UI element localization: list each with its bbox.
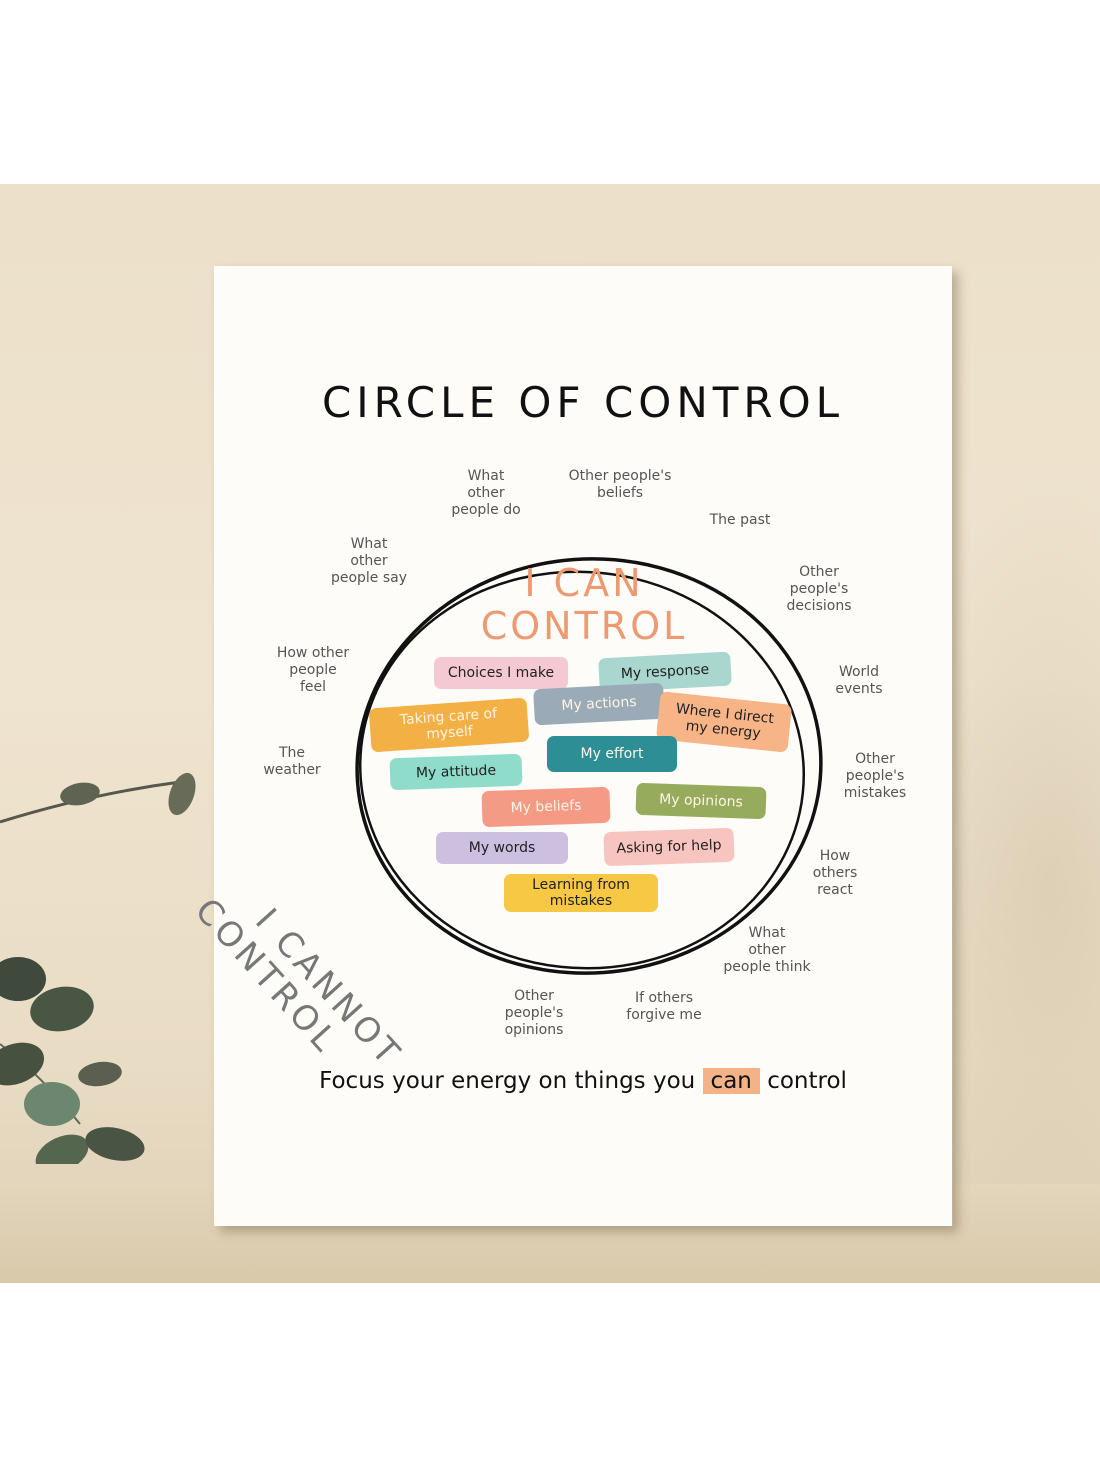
product-photo: CIRCLE OF CONTROL I CAN CONTROL Choices … (0, 184, 1100, 1283)
label-what-other-people-do: What other people do (451, 468, 521, 518)
tagline-highlight: can (702, 1068, 760, 1094)
chip-choices-i-make: Choices I make (434, 657, 568, 689)
chip-my-words: My words (436, 832, 568, 864)
eucalyptus-plant-icon (0, 772, 196, 1164)
chip-my-actions: My actions (533, 682, 665, 726)
poster-title: CIRCLE OF CONTROL (321, 378, 845, 427)
label-how-others-react: How others react (812, 848, 858, 898)
tagline-start: Focus your energy on things you (319, 1068, 696, 1094)
footer-tagline: Focus your energy on things you can cont… (214, 1068, 952, 1094)
poster-canvas: CIRCLE OF CONTROL I CAN CONTROL Choices … (187, 266, 952, 1226)
chip-my-attitude: My attitude (389, 753, 523, 791)
chip-my-opinions: My opinions (635, 782, 767, 820)
label-the-weather: The weather (263, 745, 321, 778)
label-the-past: The past (709, 512, 771, 528)
label-what-other-people-say: What other people say (330, 536, 408, 586)
label-other-peoples-opinions: Other people's opinions (504, 988, 564, 1038)
chip-learning-from-mistakes: Learning from mistakes (504, 874, 658, 912)
control-line: CONTROL (480, 604, 688, 648)
label-other-peoples-decisions: Other people's decisions (786, 564, 852, 614)
label-how-other-people-feel: How other people feel (276, 645, 350, 695)
chip-my-beliefs: My beliefs (481, 786, 611, 828)
i-can-control-heading: I CAN CONTROL (424, 562, 744, 648)
circle-outline-icon (355, 557, 823, 975)
i-can-line: I CAN (524, 561, 644, 605)
label-if-others-forgive-me: If others forgive me (626, 990, 702, 1023)
label-world-events: World events (835, 664, 883, 697)
label-other-peoples-mistakes: Other people's mistakes (843, 751, 907, 801)
chip-asking-for-help: Asking for help (603, 827, 735, 867)
label-what-other-people-think: What other people think (723, 925, 811, 975)
tagline-end: control (767, 1068, 847, 1094)
chip-my-effort: My effort (547, 736, 677, 772)
label-other-peoples-beliefs: Other people's beliefs (568, 468, 672, 501)
